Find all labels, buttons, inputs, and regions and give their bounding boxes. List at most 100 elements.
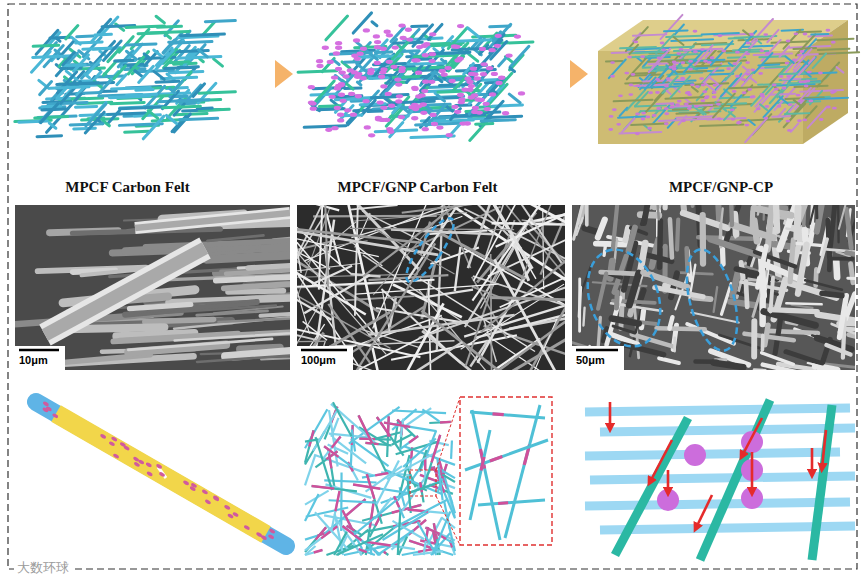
fiber-fragment (776, 205, 777, 231)
gnp-particle (448, 79, 455, 83)
gnp-particle (368, 68, 375, 72)
heat-flow-arrow (609, 402, 612, 428)
gnp-particle (635, 113, 640, 116)
fiber (620, 47, 656, 48)
gnp-particle (732, 90, 737, 93)
panel-title: MPCF/GNP Carbon Felt (338, 178, 498, 196)
gnp-particle (826, 106, 831, 109)
gnp-particle (316, 59, 323, 63)
scale-label: 100μm (301, 354, 336, 366)
gnp-particle (325, 128, 332, 132)
fiber-strand (490, 297, 565, 300)
fiber-fragment (662, 205, 668, 208)
fiber (745, 119, 766, 143)
gnp-particle (395, 82, 402, 86)
zoom-leader (436, 397, 460, 470)
fiber (632, 72, 655, 75)
fiber (334, 60, 340, 64)
fiber (403, 63, 446, 65)
fiber (704, 82, 715, 90)
sem-image (297, 205, 565, 370)
gnp-particle (396, 94, 403, 98)
gnp-particle (444, 66, 451, 70)
gnp-particle (411, 86, 418, 90)
network-schematic (305, 397, 552, 555)
fiber (372, 22, 377, 26)
gnp-particle (333, 51, 340, 55)
fiber (652, 55, 663, 67)
gnp-particle (158, 471, 165, 477)
fiber (120, 107, 163, 109)
fiber-fragment (826, 345, 850, 355)
fiber (817, 39, 853, 40)
gnp-particle (123, 445, 130, 451)
fiber (780, 79, 817, 80)
gnp-segment (359, 415, 373, 443)
gnp-particle (374, 45, 381, 49)
gnp-particle (380, 84, 387, 88)
fiber (126, 44, 156, 45)
fiber (126, 51, 136, 59)
gnp-particle (518, 91, 525, 95)
fiber (729, 63, 733, 66)
fiber-strand (216, 261, 290, 273)
fiber-strand (297, 341, 326, 343)
fiber (818, 49, 850, 50)
gnp-particle (331, 75, 338, 79)
fiber (298, 71, 337, 73)
scale-bar-box (297, 346, 353, 370)
gnp-particle (386, 127, 393, 131)
fiber-fragment (710, 239, 760, 256)
fiber (684, 50, 704, 73)
fiber-fragment (585, 205, 589, 225)
gnp-particle (730, 108, 735, 111)
gnp-particle (363, 28, 370, 32)
gnp-particle (189, 486, 196, 492)
fiber (657, 102, 674, 105)
fiber (154, 71, 164, 79)
fiber (115, 59, 135, 63)
fiber-fragment (604, 244, 606, 255)
fiber (785, 112, 809, 115)
gnp-particle (797, 54, 802, 57)
fiber-fragment (673, 338, 676, 351)
fiber (436, 120, 473, 121)
fiber-strand (297, 242, 301, 272)
gnp-particle (712, 91, 717, 94)
gnp-segment (433, 532, 435, 544)
fiber-fragment (808, 363, 834, 369)
fiber (353, 13, 371, 33)
gnp-segment (387, 416, 390, 436)
gnp-particle (360, 76, 367, 80)
gnp-particle (779, 75, 784, 78)
gnp-particle (494, 44, 501, 48)
gnp-particle (712, 96, 717, 99)
zoom-source (410, 470, 436, 496)
fiber-strand (455, 247, 461, 291)
gnp-particle (686, 91, 691, 94)
gnp-particle (656, 107, 661, 110)
fiber (837, 67, 844, 72)
fiber-fragment (797, 207, 798, 237)
fiber (336, 534, 383, 555)
gnp-particle (721, 49, 726, 52)
composite-model (598, 15, 859, 144)
fiber-strand (304, 275, 370, 313)
fiber (108, 113, 145, 114)
gnp-particle (624, 72, 629, 75)
fiber-strand (129, 304, 190, 308)
carbon-felt-model (15, 16, 236, 139)
fiber (95, 33, 112, 37)
vertical-fiber (812, 405, 832, 560)
sem-image (15, 205, 290, 370)
gnp-particle (431, 122, 438, 126)
fiber (695, 65, 720, 66)
fiber (37, 134, 62, 138)
gnp-particle (145, 462, 152, 468)
fiber-fragment (761, 335, 765, 349)
fiber (343, 113, 362, 117)
fiber-strand (238, 261, 290, 269)
fiber (702, 33, 739, 34)
gnp-segment (335, 491, 339, 511)
gnp-particle (322, 46, 329, 50)
